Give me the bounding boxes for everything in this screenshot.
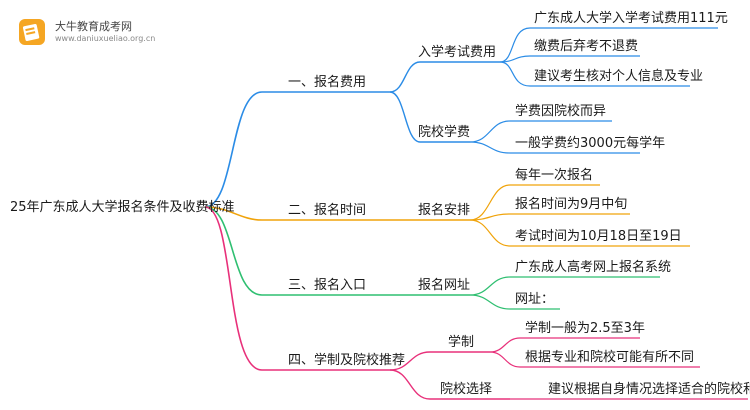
connector-group2-item2 (469, 141, 640, 154)
brand-name: 大牛教育成考网 (55, 20, 132, 33)
connector-group1-item3 (499, 61, 690, 87)
connector-branch4-group2 (389, 369, 510, 400)
connector-branch2-item2 (469, 213, 630, 221)
branch-node: 一、报名费用 (288, 75, 367, 90)
connector-root-branch4 (204, 206, 390, 371)
leaf-node: 网址： (515, 292, 555, 307)
leaf-node: 广东成人大学入学考试费用111元 (534, 11, 728, 26)
brand-url: www.daniuxueliao.org.cn (55, 34, 156, 43)
leaf-node: 一般学费约3000元每学年 (515, 136, 666, 151)
leaf-node: 学制一般为2.5至3年 (525, 321, 645, 336)
branch-node: 四、学制及院校推荐 (288, 353, 406, 368)
connector-group1-item2 (499, 55, 640, 63)
group-node: 入学考试费用 (418, 45, 497, 60)
leaf-node: 根据专业和院校可能有所不同 (525, 350, 695, 365)
connector-group4a-item1 (489, 337, 640, 353)
book-icon (19, 19, 45, 45)
group-node: 院校选择 (440, 382, 493, 397)
connector-group2-item1 (469, 120, 612, 143)
branch-node: 三、报名入口 (288, 278, 367, 293)
connector-branch4-group1 (389, 351, 490, 371)
leaf-node: 报名时间为9月中旬 (515, 197, 628, 212)
connector-branch1-group2 (389, 91, 470, 143)
connector-branch3-item1 (469, 276, 660, 296)
connector-root-branch1 (204, 91, 390, 208)
leaf-node: 建议根据自身情况选择适合的院校和专业 (548, 382, 750, 397)
connector-branch1-group1 (389, 61, 500, 93)
connector-root-branch2 (204, 206, 390, 221)
connector-branch2-item3 (469, 219, 690, 247)
root-node: 25年广东成人大学报名条件及收费标准 (10, 200, 235, 215)
leaf-node: 考试时间为10月18日至19日 (515, 229, 682, 244)
leaf-node: 每年一次报名 (515, 168, 594, 183)
connector-root-branch3 (204, 206, 390, 296)
connector-branch3-item2 (469, 294, 560, 310)
group-node: 学制 (448, 335, 475, 350)
group-node: 报名网址 (418, 278, 471, 293)
leaf-node: 学费因院校而异 (515, 104, 607, 119)
connector-group4a-item2 (489, 351, 700, 368)
connector-group1-item1 (499, 27, 718, 63)
group-node: 报名安排 (418, 203, 471, 218)
connector-branch2-item1 (469, 184, 600, 221)
leaf-node: 缴费后弃考不退费 (534, 39, 639, 54)
leaf-node: 建议考生核对个人信息及专业 (534, 69, 704, 84)
branch-node: 二、报名时间 (288, 203, 367, 218)
leaf-node: 广东成人高考网上报名系统 (515, 260, 672, 275)
group-node: 院校学费 (418, 125, 471, 140)
